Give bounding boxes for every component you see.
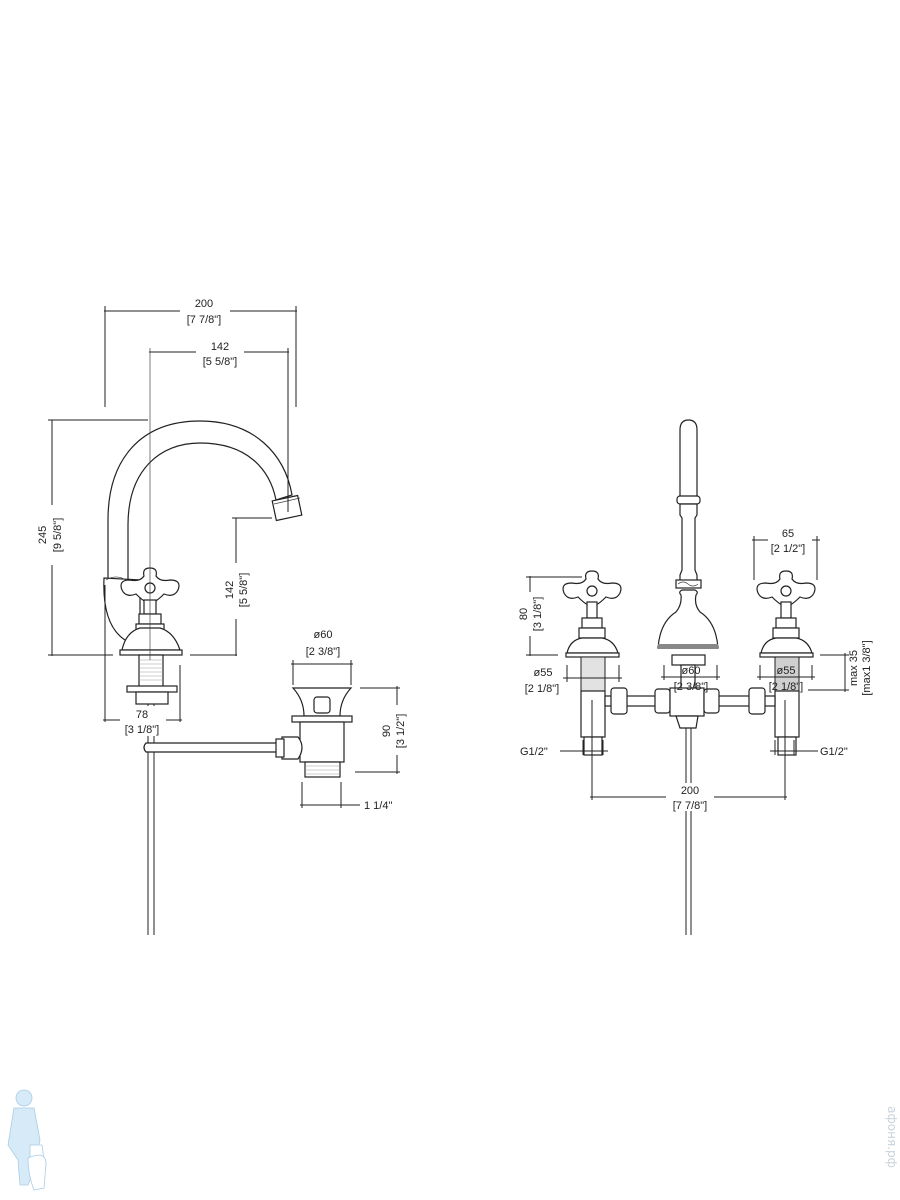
dim-label: 200 <box>195 298 213 310</box>
dim-label: [2 3/8"] <box>674 681 708 693</box>
dim-label: [2 1/8"] <box>525 683 559 695</box>
dim-reach: 142 [5 5/8"] <box>149 340 289 660</box>
dim-label: 78 <box>136 709 148 721</box>
dim-label: ø60 <box>682 665 701 677</box>
dim-label: [3 1/8"] <box>532 597 544 631</box>
pop-up-waste <box>275 687 353 778</box>
dim-label: [5 5/8"] <box>203 356 237 368</box>
dim-handle-height: 80 [3 1/8"] <box>516 576 582 656</box>
dim-handle-width: 65 [2 1/2"] <box>752 526 820 580</box>
dim-width-total: 200 [7 7/8"] <box>104 298 297 407</box>
dim-label: [2 3/8"] <box>306 646 340 658</box>
dim-label: 245 <box>37 526 49 544</box>
dim-waste-diameter: ø60 [2 3/8"] <box>291 629 353 685</box>
dim-right-flange: ø55 [2 1/8"] <box>757 665 815 693</box>
front-view-left-valve <box>562 570 622 756</box>
dim-center-flange: ø60 [2 3/8"] <box>661 665 720 693</box>
dim-left-connection: G1/2" <box>520 740 608 758</box>
dim-label: 200 <box>681 785 699 797</box>
dim-label: ø55 <box>534 667 553 679</box>
dim-label: [7 7/8"] <box>673 800 707 812</box>
front-view-faucet <box>657 419 719 691</box>
dim-label: G1/2" <box>520 746 548 758</box>
dim-label: [2 1/8"] <box>769 681 803 693</box>
dim-base-width: 78 [3 1/8"] <box>103 585 182 736</box>
dim-label: ø60 <box>314 629 333 641</box>
dim-left-flange: ø55 [2 1/8"] <box>525 665 622 695</box>
front-view-right-valve <box>756 570 816 756</box>
dim-label: 65 <box>782 528 794 540</box>
dim-label: ø55 <box>777 665 796 677</box>
dim-right-connection: G1/2" <box>770 740 848 758</box>
front-view-manifold <box>604 687 776 935</box>
dim-label: G1/2" <box>820 746 848 758</box>
dim-center-distance: 200 [7 7/8"] <box>590 700 787 812</box>
dim-label: [9 5/8"] <box>52 518 64 552</box>
dim-label: [2 1/2"] <box>771 543 805 555</box>
plumber-mascot-logo <box>7 1089 47 1191</box>
dim-height-total: 245 [9 5/8"] <box>36 419 237 656</box>
dim-spout-height: 142 [5 5/8"] <box>222 517 272 656</box>
dim-label: 142 <box>211 341 229 353</box>
dim-label: 80 <box>518 608 530 620</box>
dim-label: 1 1/4" <box>364 800 392 812</box>
watermark-text: афоня.рф <box>885 1106 899 1168</box>
dim-label: 90 <box>381 725 393 737</box>
dim-label: max 35 <box>848 650 860 686</box>
side-view-faucet <box>103 420 303 935</box>
dim-waste-thread: 1 1/4" <box>300 782 392 812</box>
dim-label: [7 7/8"] <box>187 314 221 326</box>
dim-deck-thickness: max 35 [max1 3/8"] <box>808 640 873 696</box>
dim-label: 142 <box>224 581 236 599</box>
dim-waste-height: 90 [3 1/2"] <box>355 686 410 774</box>
dim-label: [3 1/8"] <box>125 724 159 736</box>
dim-label: [5 5/8"] <box>238 573 250 607</box>
dim-label: [3 1/2"] <box>395 714 407 748</box>
dim-label: [max1 3/8"] <box>861 640 873 695</box>
